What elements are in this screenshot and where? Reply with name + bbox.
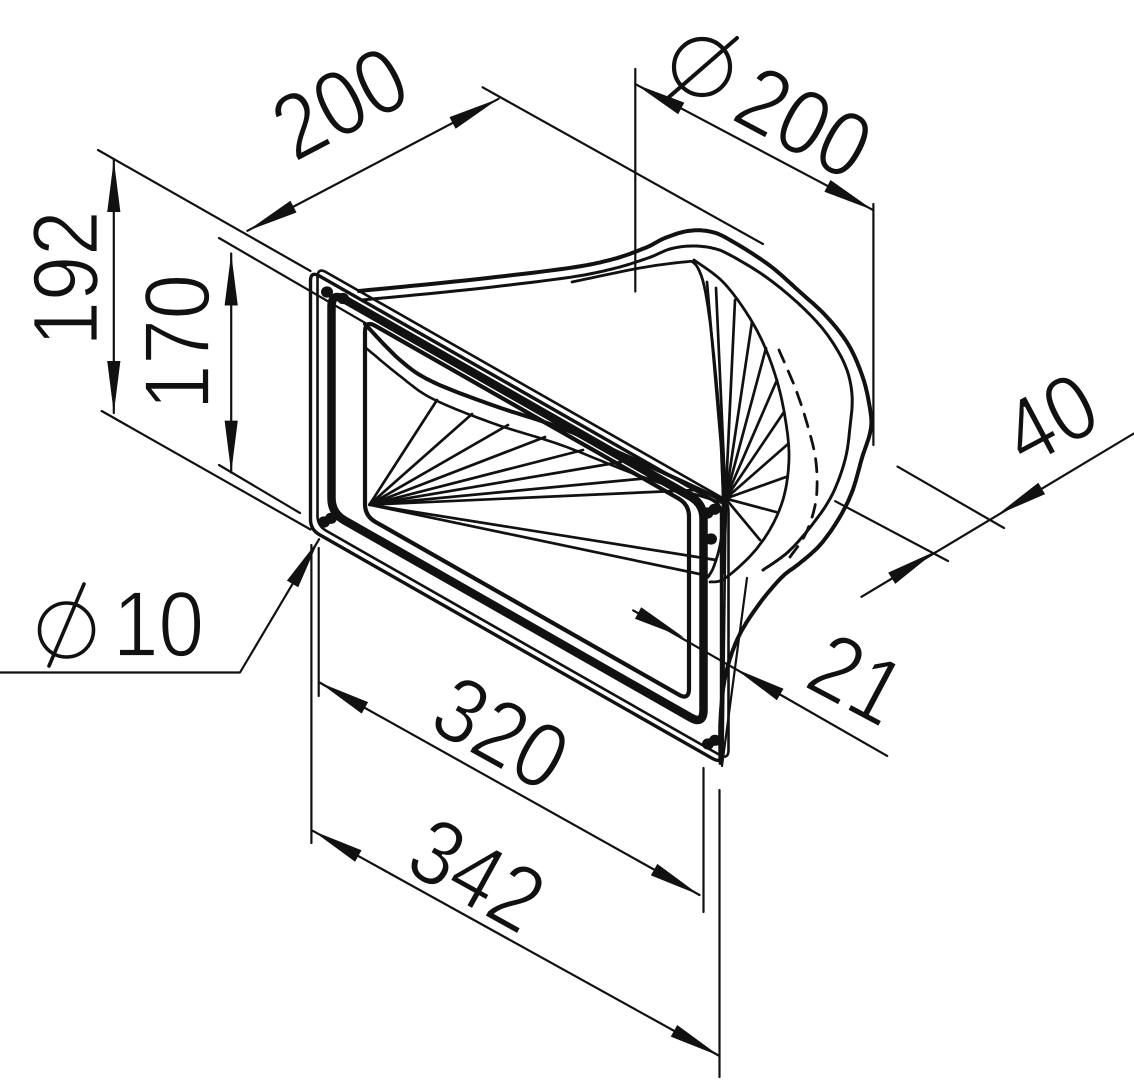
svg-text:170: 170 (125, 274, 229, 410)
svg-text:192: 192 (14, 211, 118, 347)
svg-text:10: 10 (113, 572, 204, 676)
